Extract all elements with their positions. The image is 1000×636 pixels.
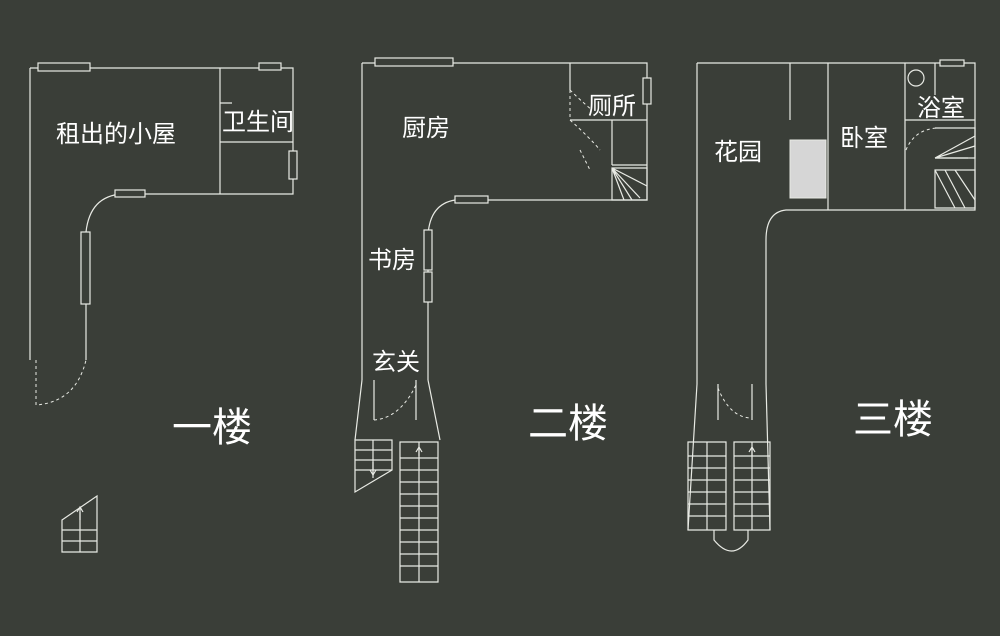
floor-2-stair-upper (611, 167, 648, 201)
floor-label-2: 二楼 (528, 401, 608, 447)
room-label-bath-3f: 浴室 (917, 94, 965, 122)
floor-1-stair (61, 494, 98, 553)
floor-1-door-swing (35, 359, 87, 406)
floor-1-window (288, 150, 298, 180)
room-label-rental: 租出的小屋 (56, 120, 176, 148)
room-label-bathroom-1f: 卫生间 (222, 108, 294, 136)
floor-1-window (80, 231, 91, 305)
floor-3-landing (713, 530, 749, 552)
floor-3-stair-left (687, 441, 727, 531)
floor-3-plan (687, 59, 976, 552)
floor-3-stair-right (733, 441, 771, 531)
floor-1-plan (29, 62, 298, 553)
room-label-garden: 花园 (714, 138, 762, 166)
floor-2-toilet-door (569, 89, 601, 171)
floor-2-toilet-walls (569, 63, 647, 166)
floor-2-window (423, 271, 433, 303)
floor-2-window (374, 57, 454, 67)
floor-1-bathroom-walls (219, 68, 293, 194)
floor-1-window (37, 62, 91, 72)
floor-3-bedroom-walls (789, 63, 975, 210)
floor-2-stair-up (399, 441, 439, 583)
room-label-toilet: 厕所 (588, 92, 636, 120)
floor-3-bath-door (905, 127, 941, 151)
floor-2-stair-down (354, 439, 393, 494)
floor-label-1: 一楼 (172, 405, 252, 451)
floor-1-window (258, 62, 282, 71)
floor-label-3: 三楼 (853, 397, 933, 443)
floor-2-window (423, 229, 433, 271)
room-label-kitchen: 厨房 (402, 114, 450, 142)
room-label-entryway: 玄关 (372, 348, 420, 376)
floor-1-outer-wall (29, 67, 294, 360)
floor-3-stair-upper (934, 127, 976, 209)
floor-3-entrance-door (717, 387, 753, 419)
floor-3-window (939, 59, 965, 67)
floor-2-plan (354, 57, 652, 583)
room-label-study: 书房 (368, 246, 416, 274)
floor-2-entrance-door (373, 384, 417, 421)
floor-3-outer-wall (696, 62, 976, 384)
floor-1-window (114, 189, 146, 198)
floor-3-sink (907, 69, 925, 87)
floor-2-window (454, 195, 489, 204)
floor-3-lower-walls (687, 383, 771, 531)
room-label-bedroom: 卧室 (840, 124, 888, 152)
floor-2-window (642, 77, 652, 105)
floor-3-fixture (789, 139, 827, 199)
floor-2-entrance-walls (354, 379, 441, 441)
